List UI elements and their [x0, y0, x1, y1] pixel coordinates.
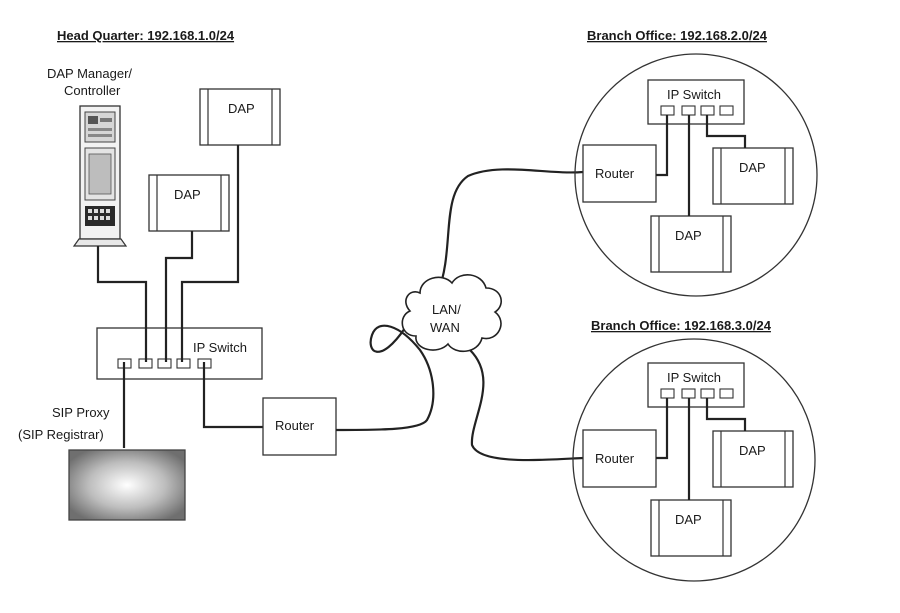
manager-label-line2: Controller	[64, 83, 121, 98]
branch1-title: Branch Office: 192.168.2.0/24	[587, 28, 768, 43]
dap-manager-server-icon	[72, 105, 128, 247]
hq-ip-switch: IP Switch	[96, 327, 263, 380]
branch1-router-label: Router	[595, 166, 635, 181]
branch2-title: Branch Office: 192.168.3.0/24	[591, 318, 772, 333]
sip-proxy-server-icon	[68, 449, 186, 521]
hq-router-label: Router	[275, 418, 315, 433]
branch2-router: Router	[582, 429, 657, 488]
cable-dap-top-switch	[180, 145, 240, 362]
branch2-dap-bottom: DAP	[650, 499, 732, 557]
hq-title: Head Quarter: 192.168.1.0/24	[57, 28, 235, 43]
branch2-switch-label: IP Switch	[667, 370, 721, 385]
hq-switch-label: IP Switch	[193, 340, 247, 355]
branch1-dap-bottom-label: DAP	[675, 228, 702, 243]
branch2-cable-switch-router	[656, 398, 669, 460]
sip-label-line1: SIP Proxy	[52, 405, 110, 420]
cable-wan-branch1	[436, 168, 584, 293]
branch1-dap-right-label: DAP	[739, 160, 766, 175]
branch1-ip-switch: IP Switch	[647, 79, 745, 125]
cloud-label-line2: WAN	[430, 320, 460, 335]
manager-label-line1: DAP Manager/	[47, 66, 132, 81]
hq-dap-top: DAP	[199, 88, 281, 146]
branch2-cable-switch-dap-right	[705, 398, 747, 431]
cable-manager-switch	[96, 246, 148, 362]
branch2-boundary	[572, 338, 816, 582]
cable-hq-router-wan	[335, 324, 435, 432]
lan-wan-cloud-icon	[401, 274, 502, 352]
sip-label-line2: (SIP Registrar)	[18, 427, 104, 442]
branch1-cable-switch-router	[656, 115, 669, 177]
branch2-dap-right-label: DAP	[739, 443, 766, 458]
cloud-label-line1: LAN/	[432, 302, 461, 317]
cable-dap-mid-switch	[164, 231, 194, 362]
hq-dap-mid: DAP	[148, 174, 230, 232]
branch2-dap-right: DAP	[712, 430, 794, 488]
branch2-ip-switch: IP Switch	[647, 362, 745, 408]
branch1-dap-right: DAP	[712, 147, 794, 205]
branch1-switch-label: IP Switch	[667, 87, 721, 102]
branch2-router-label: Router	[595, 451, 635, 466]
branch1-router: Router	[582, 144, 657, 203]
hq-router: Router	[262, 397, 337, 456]
hq-dap-top-label: DAP	[228, 101, 255, 116]
branch1-boundary	[574, 53, 818, 297]
branch1-cable-switch-dap-right	[705, 115, 747, 148]
branch1-dap-bottom: DAP	[650, 215, 732, 273]
cable-switch-router	[202, 362, 263, 429]
cable-wan-branch2	[469, 349, 584, 462]
branch2-dap-bottom-label: DAP	[675, 512, 702, 527]
hq-dap-mid-label: DAP	[174, 187, 201, 202]
